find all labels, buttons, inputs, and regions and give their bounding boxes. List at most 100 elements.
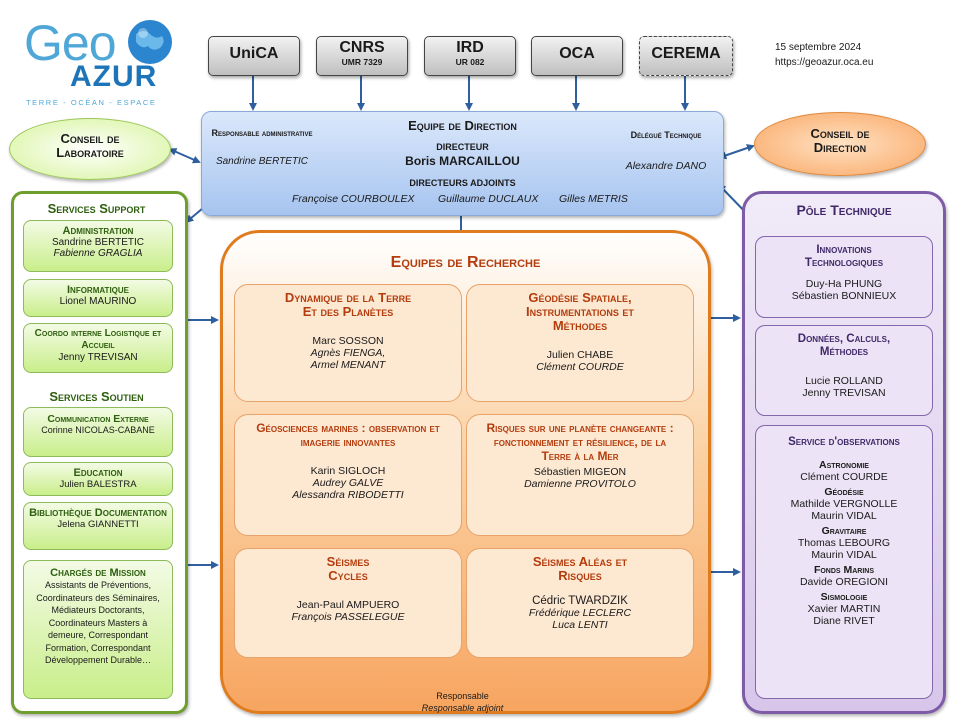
delegue-label: Délégué Technique [630,130,702,140]
box-innovations: Innovations Technologiques Duy-Ha PHUNG … [755,236,933,318]
team-title: Géosciences marines : observation et ima… [256,421,440,449]
team-adjoint: Frédérique LECLERC [528,607,632,619]
team-title: Séismes Aléas et Risques [532,554,628,583]
logo-geo-text: Geo [24,15,117,71]
box-name: Duy-Ha PHUNG [805,278,883,290]
institution-ird: IRD UR 082 [424,36,516,76]
team-dynamique: Dynamique de la Terre Et des Planètes Ma… [234,284,462,402]
adjoint-2: Guillaume DUCLAUX [438,193,539,205]
box-name: Sébastien BONNIEUX [791,290,897,302]
box-title: Communication Externe [47,413,149,425]
institution-name: CEREMA [651,45,721,62]
team-resp: Karin SIGLOCH [310,465,386,477]
institution-cerema: CEREMA [639,36,733,76]
obs-name: Thomas LEBOURG [797,537,891,549]
team-title: Géodésie Spatiale, Instrumentations et M… [526,290,634,333]
geoazur-logo: Geo AZUR TERRE - OCÉAN - ESPACE [22,8,172,108]
team-adjoint: Damienne PROVITOLO [524,478,636,490]
legend-responsable-adjoint: Responsable adjoint [421,703,504,713]
box-informatique: Informatique Lionel MAURINO [23,279,173,317]
equipe-direction: Equipe de Direction Responsable administ… [201,111,724,216]
research-title: Equipes de Recherche [390,254,541,271]
box-name: Sandrine BERTETIC [51,237,145,248]
institution-sub: UMR 7329 [341,57,383,67]
obs-name: Maurin VIDAL [811,549,877,561]
services-soutien-title: Services Soutien [49,389,144,404]
box-title: Bibliothèque Documentation [29,507,167,519]
institution-name: UniCA [229,45,279,62]
box-name: Corinne NICOLAS-CABANE [41,425,155,435]
arrow-conseil-labo [168,148,201,164]
box-name: Lucie ROLLAND [805,375,883,387]
box-communication: Communication Externe Corinne NICOLAS-CA… [23,407,173,457]
team-resp: Sébastien MIGEON [533,466,627,478]
box-name: Lionel MAURINO [59,296,137,307]
obs-group-title: Sismologie [820,591,868,603]
box-title: Coordo interne Logistique et Accueil [34,328,162,351]
institution-cnrs: CNRS UMR 7329 [316,36,408,76]
obs-name: Diane RIVET [813,615,875,627]
resp-admin-label: Responsable administrative [211,128,313,138]
box-title: Education [73,467,123,479]
obs-group-title: Gravitaire [821,525,867,537]
obs-group-title: Astronomie [819,459,869,471]
team-resp: Cédric TWARDZIK [532,595,628,607]
pole-title: Pôle Technique [796,202,892,218]
obs-name: Mathilde VERGNOLLE [790,498,898,510]
obs-group-title: Géodésie [824,486,864,498]
globe-icon [128,20,172,64]
team-title: Risques sur une planète changeante : fon… [486,421,674,463]
box-education: Education Julien BALESTRA [23,462,173,496]
team-adjoint: Armel MENANT [310,359,386,371]
services-support-title: Services Support [47,201,146,216]
team-adjoint: François PASSELEGUE [291,611,405,623]
legend-responsable: Responsable [436,691,489,701]
header-date: 15 septembre 2024 [775,42,862,53]
box-name: Jenny TREVISAN [58,352,138,363]
box-title: Service d'observations [788,436,900,448]
institution-unica: UniCA [208,36,300,76]
team-adjoint: Audrey GALVE [312,477,384,489]
box-name: Jelena GIANNETTI [57,519,139,530]
resp-admin-name: Sandrine BERTETIC [215,156,309,167]
team-resp: Jean-Paul AMPUERO [296,599,400,611]
team-resp: Marc SOSSON [312,335,384,347]
obs-name: Xavier MARTIN [807,603,881,615]
legend: Responsable Responsable adjoint [380,690,545,714]
team-adjoint: Alessandra RIBODETTI [292,489,404,501]
conseil-direction: Conseil de Direction [754,112,926,176]
box-observations: Service d'observations Astronomie Clémen… [755,425,933,699]
box-coordo: Coordo interne Logistique et Accueil Jen… [23,323,173,373]
obs-name: Maurin VIDAL [811,510,877,522]
director-name: Boris MARCAILLOU [405,154,520,168]
box-title: Données, Calculs, Méthodes [797,333,891,358]
logo-tagline: TERRE - OCÉAN - ESPACE [26,98,157,107]
team-title: Séismes Cycles [326,554,370,583]
director-label: DIRECTEUR [436,142,489,152]
box-title: Chargés de Mission [50,567,146,579]
box-title: Innovations Technologiques [804,244,884,269]
team-risques: Risques sur une planète changeante : fon… [466,414,694,536]
institution-name: OCA [559,45,595,62]
institution-oca: OCA [531,36,623,76]
adjoint-1: Françoise COURBOULEX [292,193,415,205]
logo-azur-text: AZUR [70,60,158,93]
box-title: Administration [62,225,134,237]
charges-text: Assistants de Préventions, Coordinateurs… [36,580,160,665]
team-geosciences-marines: Géosciences marines : observation et ima… [234,414,462,536]
box-administration: Administration Sandrine BERTETIC Fabienn… [23,220,173,272]
delegue-name: Alexandre DANO [625,160,707,172]
team-resp: Julien CHABE [546,349,614,361]
obs-name: Clément COURDE [800,471,888,483]
team-adjoint: Luca LENTI [552,619,608,631]
box-bibliotheque: Bibliothèque Documentation Jelena GIANNE… [23,502,173,550]
box-name: Julien BALESTRA [59,479,137,490]
arrow-conseil-direction [718,144,755,160]
conseil-laboratoire: Conseil de Laboratoire [9,118,171,180]
team-adjoint: Agnès FIENGA, [310,347,386,359]
team-adjoint: Clément COURDE [536,361,624,373]
team-title: Dynamique de la Terre Et des Planètes [284,290,412,319]
direction-title: Equipe de Direction [408,118,517,133]
header-url-link[interactable]: https://geoazur.oca.eu [775,57,874,68]
